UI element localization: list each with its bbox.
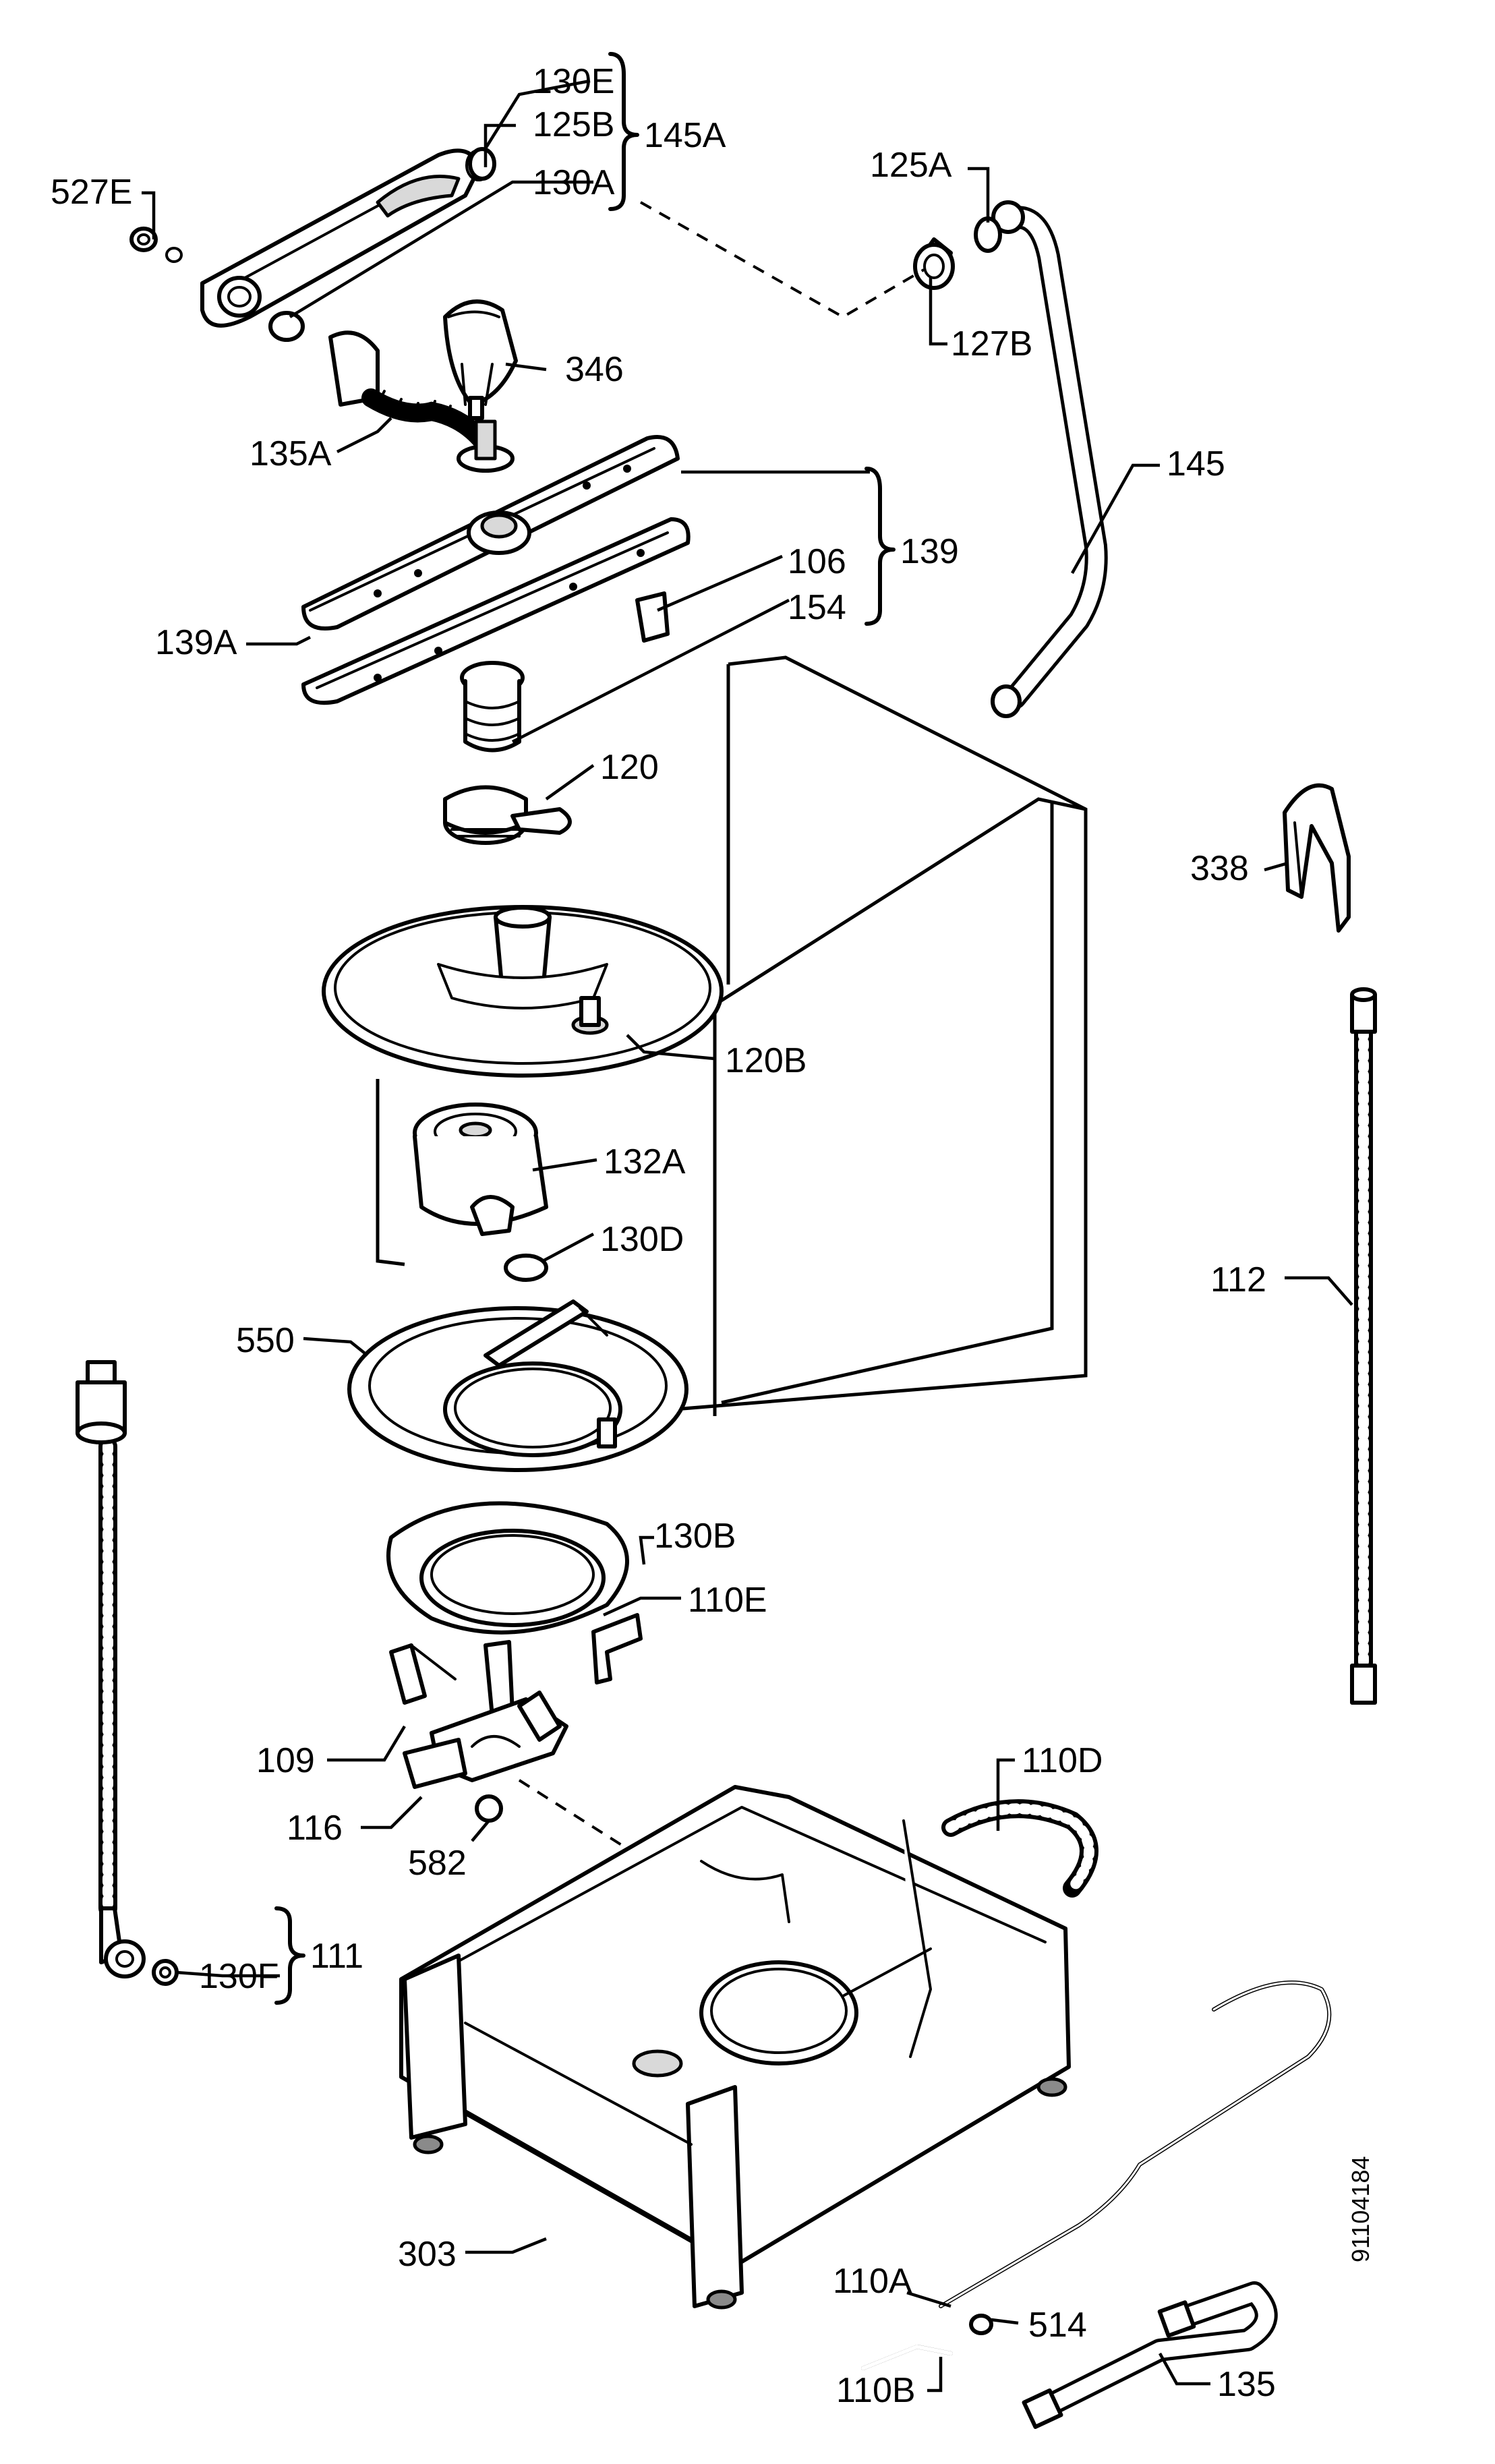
label-154: 154: [788, 588, 846, 627]
cover-550: [347, 1299, 688, 1472]
feed-pipe-145: [991, 200, 1108, 718]
label-130e: 130E: [533, 62, 614, 101]
nozzle-346: [443, 299, 518, 420]
label-338: 338: [1190, 849, 1249, 888]
label-514: 514: [1028, 2306, 1087, 2345]
label-139a: 139A: [155, 623, 237, 662]
o-ring-130d: [504, 1254, 548, 1282]
clip-106: [635, 591, 670, 643]
label-127b: 127B: [951, 324, 1032, 363]
label-130f: 130F: [199, 1957, 279, 1996]
bracket-110e: [591, 1613, 643, 1684]
hose-112: [1350, 987, 1377, 1705]
label-550: 550: [236, 1321, 295, 1360]
document-code: 91104184: [1347, 2157, 1374, 2263]
label-111: 111: [310, 1937, 363, 1976]
nut-527e: [129, 227, 183, 263]
label-139: 139: [900, 532, 959, 571]
label-116: 116: [287, 1809, 343, 1848]
label-120b: 120B: [725, 1041, 807, 1080]
label-527e: 527E: [51, 173, 132, 212]
hose-135: [1022, 2281, 1278, 2430]
guide-338: [1283, 783, 1351, 933]
leader-lines: [142, 79, 1353, 2393]
label-110a: 110A: [833, 2262, 912, 2301]
washer-130f: [152, 1959, 179, 1986]
hub-154: [460, 661, 525, 753]
filter-plate-120b: [322, 905, 724, 1078]
label-130a: 130A: [533, 163, 615, 202]
label-145: 145: [1167, 444, 1225, 483]
clip-109: [389, 1643, 457, 1705]
o-ring-130a: [268, 311, 305, 342]
label-109: 109: [256, 1741, 315, 1780]
ball-582: [475, 1794, 503, 1823]
tube-110a: [939, 1981, 1332, 2308]
tub-base-303: [399, 1785, 1071, 2310]
nut-127b: [913, 237, 955, 290]
label-145a: 145A: [644, 116, 726, 155]
brace-139: [864, 467, 896, 626]
holder-120: [443, 785, 572, 845]
label-346: 346: [565, 350, 624, 389]
label-110b: 110B: [836, 2371, 916, 2410]
hose-135a: [328, 330, 515, 473]
assembly-line-arm: [640, 201, 925, 319]
tube-110b: [861, 2344, 953, 2370]
label-120: 120: [600, 748, 659, 787]
label-135a: 135A: [250, 434, 332, 473]
pump-116: [403, 1640, 568, 1789]
label-303: 303: [398, 2235, 457, 2274]
label-130d: 130D: [600, 1220, 684, 1259]
brace-145a: [608, 52, 639, 211]
brace-111: [274, 1906, 305, 2005]
label-135: 135: [1217, 2365, 1276, 2404]
label-125b: 125B: [533, 105, 614, 144]
label-125a: 125A: [870, 146, 952, 185]
ring-130b: [386, 1501, 629, 1635]
label-582: 582: [408, 1844, 467, 1883]
label-110d: 110D: [1022, 1741, 1103, 1780]
o-ring-125b: [468, 147, 496, 181]
label-106: 106: [788, 542, 846, 581]
fitting-514: [969, 2314, 993, 2335]
inlet-hose-111: [76, 1360, 146, 1978]
label-130b: 130B: [654, 1517, 736, 1556]
spray-arm-139: [301, 435, 691, 705]
upper-spray-arm-145a: [200, 148, 492, 328]
label-110e: 110E: [688, 1581, 767, 1620]
o-ring-125a: [974, 216, 1002, 253]
sump-132a: [413, 1103, 548, 1236]
hose-110d: [941, 1799, 1098, 1898]
label-132a: 132A: [604, 1142, 686, 1181]
label-112: 112: [1210, 1260, 1266, 1299]
